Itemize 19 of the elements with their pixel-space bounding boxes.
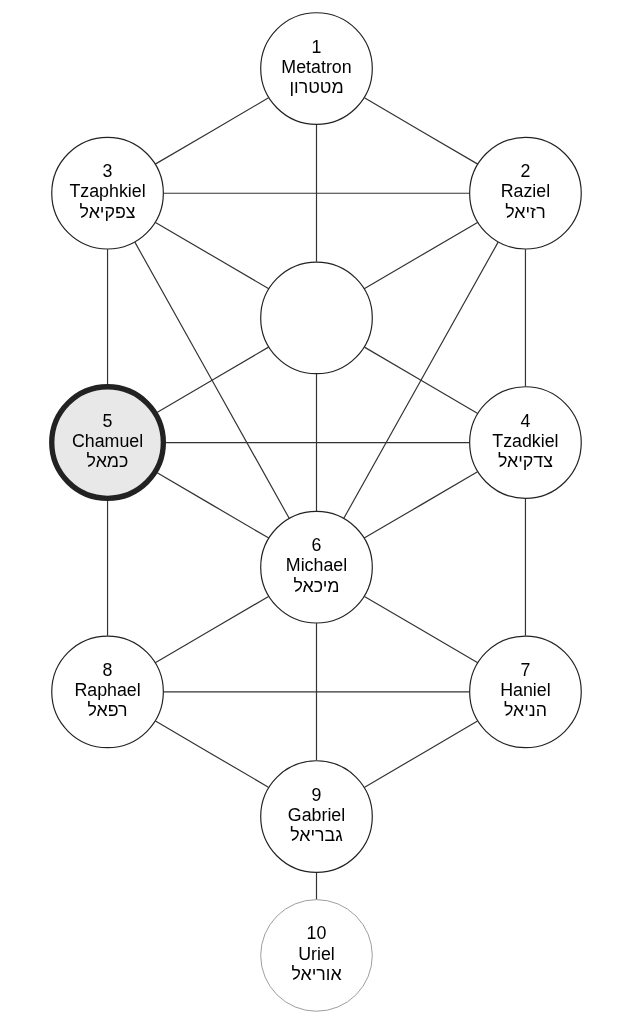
connector: [315, 123, 318, 263]
connector: [363, 346, 479, 415]
connector: [154, 221, 270, 290]
connector: [524, 497, 527, 637]
connector: [154, 595, 270, 664]
connector: [524, 248, 527, 387]
connector: [363, 471, 479, 539]
connector: [154, 720, 270, 788]
connector: [363, 595, 479, 664]
connector: [343, 241, 499, 519]
connector: [315, 373, 318, 512]
connector: [315, 622, 318, 761]
connector: [134, 241, 290, 519]
connector: [154, 97, 270, 165]
connector: [315, 872, 318, 901]
connector: [363, 97, 479, 165]
connector: [363, 720, 479, 788]
node-circle: [260, 261, 373, 375]
connector: [363, 221, 479, 290]
